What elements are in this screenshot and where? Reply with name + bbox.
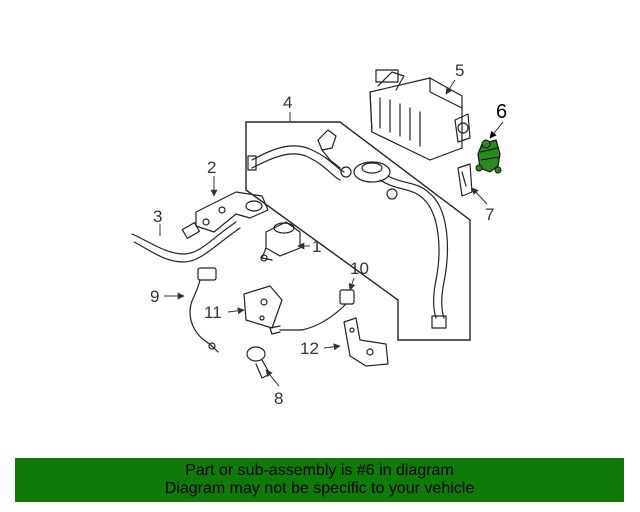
part-6-purge-valve: [475, 139, 502, 174]
parts-diagram: 1 2 3 4 5 6 7 8 9 10 11 12: [131, 61, 507, 408]
part-12-bracket: [343, 317, 389, 367]
callout-2: 2: [207, 158, 216, 177]
callout-3: 3: [153, 207, 162, 226]
callout-labels: 1 2 3 4 5 6 7 8 9 10 11 12: [150, 61, 507, 408]
callout-11: 11: [204, 303, 222, 322]
callout-1: 1: [312, 237, 321, 256]
callout-8: 8: [274, 389, 283, 408]
part-4-hoses: [247, 129, 448, 329]
part-1-solenoid: [260, 221, 301, 262]
part-8-knock-sensor: [246, 346, 271, 379]
part-11-heat-shield: [243, 285, 283, 329]
leader-lines: [159, 79, 504, 387]
callout-4: 4: [283, 93, 292, 112]
part-10-sensor: [269, 289, 355, 335]
part-3-hose: [131, 221, 241, 263]
callout-10: 10: [350, 259, 369, 278]
banner-line-1: Part or sub-assembly is #6 in diagram: [185, 462, 454, 479]
callout-6: 6: [496, 101, 507, 123]
hose-assembly-outline: [245, 121, 471, 341]
info-banner: Part or sub-assembly is #6 in diagram Di…: [15, 458, 624, 502]
part-5-canister: [369, 69, 471, 161]
callout-5: 5: [455, 61, 464, 80]
part-2-bracket: [195, 191, 269, 233]
part-9-oxygen-sensor: [189, 267, 219, 353]
part-7-bracket: [457, 163, 473, 197]
callout-7: 7: [485, 205, 494, 224]
banner-line-2: Diagram may not be specific to your vehi…: [164, 480, 475, 497]
callout-9: 9: [150, 287, 159, 306]
callout-12: 12: [300, 339, 319, 358]
